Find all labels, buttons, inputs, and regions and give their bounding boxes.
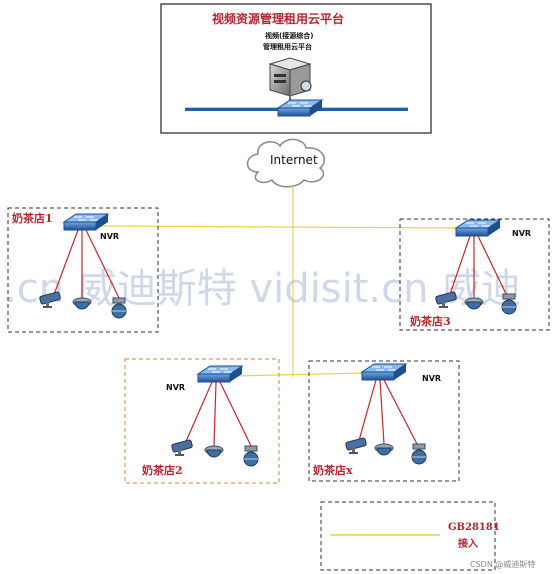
legend-box	[320, 501, 496, 571]
store-2-switch-icon	[197, 365, 243, 383]
internet-cloud-icon	[246, 138, 326, 188]
store-3-box	[399, 218, 550, 331]
legend-label-access: 接入	[458, 537, 478, 550]
store-1-camera-lines	[51, 229, 121, 301]
store-1-name: 奶茶店1	[12, 211, 53, 225]
store-2-name: 奶茶店2	[142, 463, 183, 477]
legend-label-protocol: GB28181	[448, 522, 500, 533]
store-3-ptz-camera-icon	[501, 293, 517, 315]
link-lines	[99, 186, 463, 377]
store-2-dome-camera-icon	[204, 445, 224, 458]
store-1-ptz-camera-icon	[111, 297, 127, 319]
store-2-ptz-camera-icon	[243, 445, 259, 467]
store-1-box	[7, 207, 159, 333]
store-x-ptz-camera-icon	[411, 443, 427, 465]
store-1-nvr-label: NVR	[100, 232, 119, 241]
platform-subtitle-2: 管理租用云平台	[263, 42, 312, 51]
store-x-switch-icon	[361, 363, 407, 381]
store-2-camera-lines	[183, 381, 253, 449]
server-icon	[268, 57, 312, 97]
store-3-nvr-label: NVR	[512, 229, 531, 238]
store-x-nvr-label: NVR	[422, 374, 441, 383]
store-2-bullet-camera-icon	[170, 439, 194, 457]
platform-subtitle-1: 视频(接源综合)	[265, 31, 313, 40]
store-x-bullet-camera-icon	[344, 437, 368, 455]
store-x-box	[308, 360, 460, 482]
footer-credit: CSDN @威迪斯特	[470, 559, 535, 569]
store-3-name: 奶茶店3	[410, 314, 451, 328]
store-x-dome-camera-icon	[374, 443, 394, 456]
store-x-camera-lines	[357, 379, 419, 447]
platform-title: 视频资源管理租用云平台	[212, 11, 344, 26]
internet-label: Internet	[270, 153, 318, 167]
store-x-name: 奶茶店x	[313, 463, 353, 477]
store-3-camera-lines	[447, 235, 509, 301]
store-1-switch-icon	[63, 213, 109, 231]
store-2-nvr-label: NVR	[166, 383, 185, 392]
store-3-switch-icon	[455, 219, 501, 237]
store-2-box	[124, 358, 280, 484]
